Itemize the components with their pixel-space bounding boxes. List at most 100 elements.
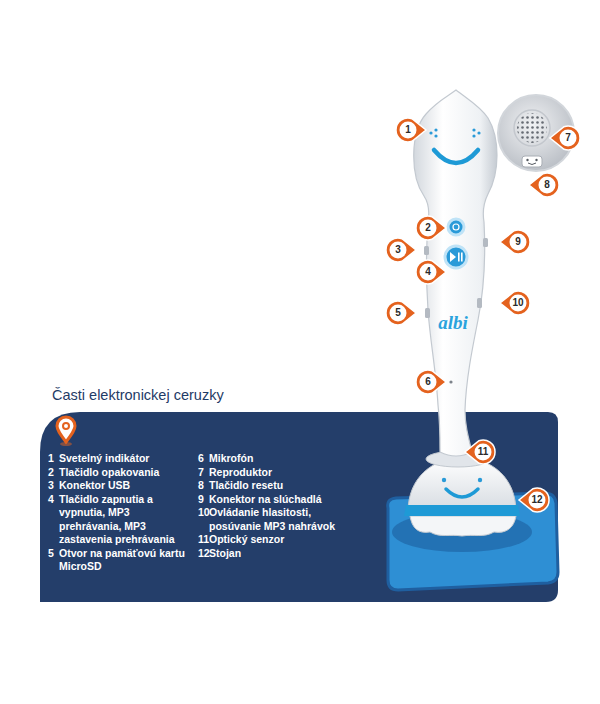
- callout-pin-centers-part: [539, 177, 556, 194]
- callout-pin-centers-part: [420, 220, 437, 237]
- callout-pins-part: [519, 488, 549, 512]
- callout-pin-centers-part: [400, 122, 417, 139]
- pen-body-part: [450, 252, 456, 262]
- callout-number: 5: [395, 307, 401, 319]
- pen-body-part: [461, 253, 463, 262]
- parts-list-row: 4Tlačidlo zapnutia a vypnutia, MP3 prehr…: [48, 493, 191, 547]
- list-number: 10: [198, 506, 209, 520]
- panel-background: [40, 412, 558, 602]
- part-name: Ovládanie hlasitosti, posúvanie MP3 nahr…: [209, 506, 349, 533]
- callout-number-box: 12: [531, 494, 542, 506]
- part-name: Reproduktor: [209, 466, 349, 480]
- callout-pin-centers-part: [475, 444, 492, 461]
- callout-number-box: 4: [425, 266, 431, 278]
- callout-pins-part: [550, 126, 580, 150]
- stand-part: [410, 516, 516, 536]
- pen-body: [414, 90, 497, 456]
- list-number: 8: [198, 479, 209, 493]
- callout-number: 12: [531, 494, 542, 506]
- pen-body-part: [458, 253, 460, 262]
- stand-part: [404, 505, 520, 516]
- callout-number-box: 10: [512, 297, 523, 309]
- callout-number-box: 11: [478, 446, 489, 458]
- pen-body-part: [449, 380, 452, 383]
- callout-number-box: 8: [544, 179, 550, 191]
- location-pin-icon: [63, 423, 69, 429]
- parts-list-row: 5Otvor na pamäťovú kartu MicroSD: [48, 547, 191, 574]
- part-name: Konektor na slúchadlá: [209, 493, 349, 507]
- pen-body-part: [434, 150, 478, 163]
- location-pin-icon: [57, 417, 75, 442]
- list-number: 9: [198, 493, 209, 507]
- callout-number-box: 2: [425, 222, 431, 234]
- part-name: Stojan: [209, 547, 349, 561]
- callout-number-box: 5: [395, 307, 401, 319]
- callout-pin-centers-part: [529, 492, 546, 509]
- pen-body-part: [472, 128, 475, 131]
- part-name: Mikrofón: [209, 452, 349, 466]
- callout-pins-part: [465, 440, 495, 464]
- list-number: 5: [48, 547, 59, 561]
- callout-pins-part: [386, 301, 416, 325]
- pen-body-part: [429, 131, 432, 134]
- callout-number-box: 7: [565, 132, 571, 144]
- title-box: Časti elektronickej ceruzky: [52, 386, 224, 404]
- speaker-inset-part: [528, 163, 536, 165]
- callout-pins-part: [396, 118, 426, 142]
- callout-pin-centers-part: [510, 295, 527, 312]
- callout-pin-centers-part: [560, 130, 577, 147]
- pen-body-part: [448, 219, 464, 235]
- list-number: 7: [198, 466, 209, 480]
- parts-list-row: 12Stojan: [198, 547, 349, 561]
- callout-pin-centers-part: [390, 305, 407, 322]
- parts-list-row: 10Ovládanie hlasitosti, posúvanie MP3 na…: [198, 506, 349, 533]
- parts-list-row: 7Reproduktor: [198, 466, 349, 480]
- part-name: Konektor USB: [59, 479, 191, 493]
- list-number: 4: [48, 493, 59, 507]
- callout-number: 8: [544, 179, 550, 191]
- callout-number: 6: [425, 376, 431, 388]
- callout-number: 1: [405, 124, 411, 136]
- parts-list-row: 3Konektor USB: [48, 479, 191, 493]
- list-number: 3: [48, 479, 59, 493]
- list-number: 12: [198, 547, 209, 561]
- parts-list-row: 8Tlačidlo resetu: [198, 479, 349, 493]
- callout-pin-centers-part: [420, 264, 437, 281]
- parts-list-column: 6Mikrofón7Reproduktor8Tlačidlo resetu9Ko…: [198, 452, 349, 560]
- pen-body-part: [477, 131, 480, 134]
- callout-number: 4: [425, 266, 431, 278]
- brand-logo: albi: [438, 312, 468, 334]
- callout-number: 2: [425, 222, 431, 234]
- callout-pin-centers-part: [390, 242, 407, 259]
- pen-body-part: [424, 246, 429, 255]
- stand-part: [446, 489, 478, 497]
- callout-number-box: 9: [515, 236, 521, 248]
- list-number: 1: [48, 452, 59, 466]
- speaker-inset-part: [535, 159, 537, 161]
- callout-pins: [386, 118, 580, 512]
- part-name: Tlačidlo resetu: [209, 479, 349, 493]
- callout-number: 7: [565, 132, 571, 144]
- parts-list-row: 11Optický senzor: [198, 533, 349, 547]
- stand-part: [442, 478, 446, 482]
- callout-pins-part: [529, 173, 559, 197]
- stand-part: [478, 478, 482, 482]
- list-number: 2: [48, 466, 59, 480]
- speaker-inset-part: [514, 110, 550, 146]
- pen-body-part: [425, 308, 430, 318]
- parts-list-row: 2Tlačidlo opakovania: [48, 466, 191, 480]
- pen-body-part: [453, 224, 459, 230]
- callout-pins-part: [416, 216, 446, 240]
- pen-body-part: [414, 90, 497, 456]
- callout-pin-centers: [390, 122, 577, 509]
- speaker-inset-part: [526, 159, 528, 161]
- stand: [404, 451, 520, 536]
- part-name: Tlačidlo zapnutia a vypnutia, MP3 prehrá…: [59, 493, 191, 547]
- list-number: 6: [198, 452, 209, 466]
- parts-list-row: 6Mikrofón: [198, 452, 349, 466]
- pen-body-part: [483, 238, 488, 247]
- callout-pins-part: [416, 370, 446, 394]
- pen-body-part: [477, 298, 482, 308]
